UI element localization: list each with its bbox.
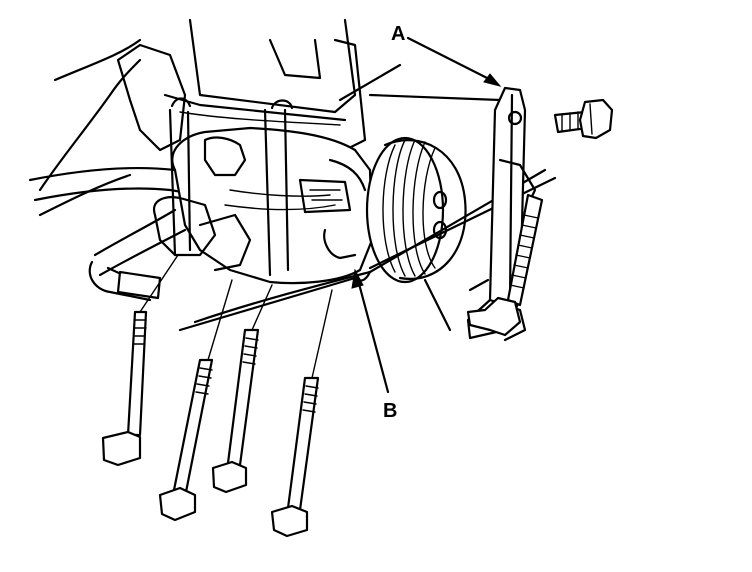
callout-a-leader — [406, 36, 502, 87]
drive-belt — [178, 168, 557, 332]
callout-label-b: B — [383, 400, 397, 422]
mounting-bolt-1 — [101, 310, 148, 467]
compressor-pulley — [365, 136, 467, 284]
bracket-bolt — [553, 98, 614, 140]
alignment-lines — [139, 254, 333, 379]
mounting-bracket — [466, 86, 537, 342]
compressor-body — [152, 97, 374, 285]
callout-b-leader — [351, 268, 390, 394]
mounting-bolt-4 — [270, 376, 320, 538]
adjusting-bolt — [466, 193, 544, 337]
mounting-bolt-2 — [158, 358, 214, 522]
engine-block — [38, 18, 502, 217]
mounting-bolt-3 — [211, 328, 260, 494]
callout-label-a: A — [391, 23, 405, 45]
